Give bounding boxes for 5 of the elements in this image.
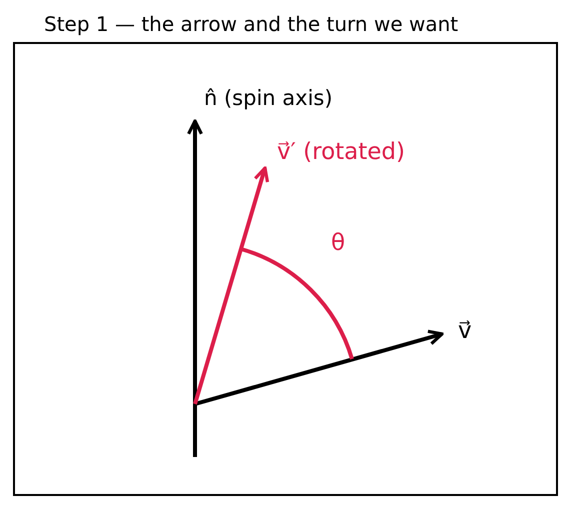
angle-label: θ	[331, 232, 346, 255]
axis-label: n̂ (spin axis)	[204, 88, 333, 109]
vector-label: v⃗	[458, 320, 472, 343]
chart-title: Step 1 — the arrow and the turn we want	[44, 14, 458, 34]
vector-label: v⃗′ (rotated)	[277, 141, 405, 164]
